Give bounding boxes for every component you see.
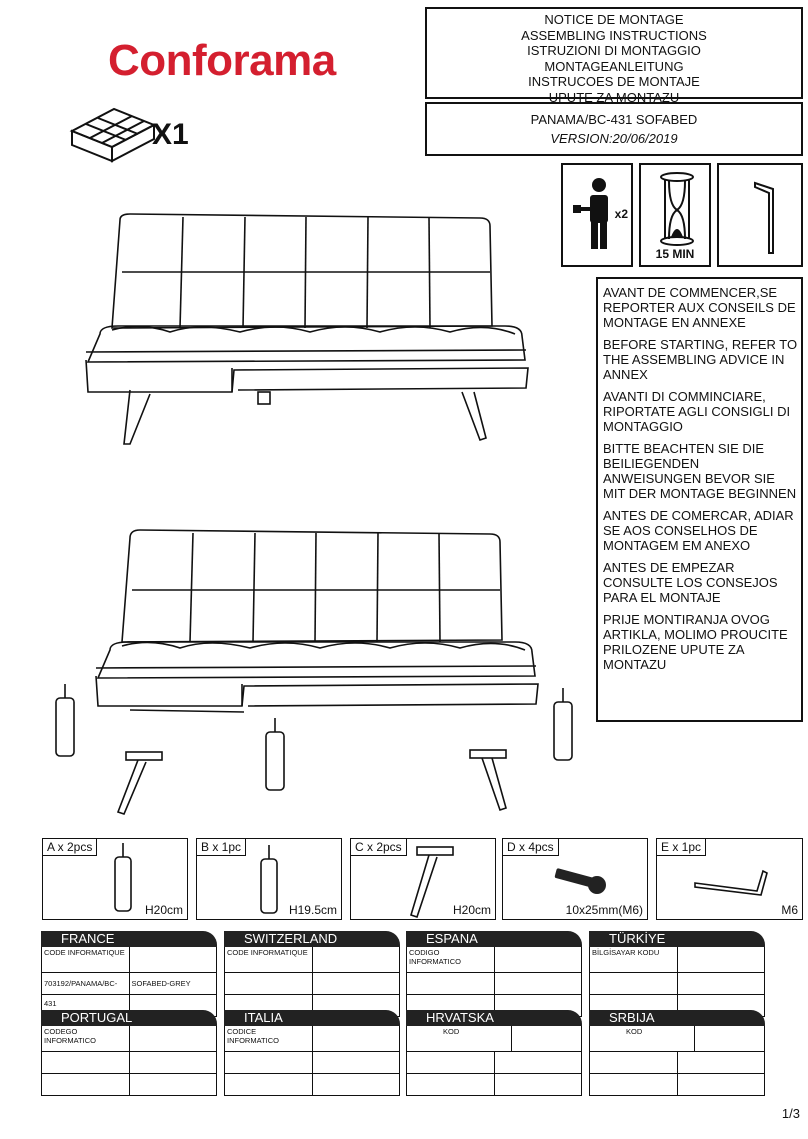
part-d-label: D x 4pcs <box>502 838 559 856</box>
persons-count: x2 <box>614 207 628 221</box>
model-box: PANAMA/BC-431 SOFABED VERSION:20/06/2019 <box>425 102 803 156</box>
title-line: NOTICE DE MONTAGE <box>544 12 684 27</box>
part-e-dim: M6 <box>781 903 798 917</box>
title-line: ISTRUZIONI DI MONTAGGIO <box>527 43 701 58</box>
code-value <box>225 973 312 994</box>
country-table-hrvatska: HRVATSKA KOD <box>406 1010 582 1096</box>
part-c: C x 2pcs H20cm <box>350 838 496 920</box>
part-a: A x 2pcs H20cm <box>42 838 188 920</box>
code-value <box>407 973 494 994</box>
country-table-italia: ITALIA CODICE INFORMATICO <box>224 1010 400 1096</box>
desc-value <box>676 1052 765 1073</box>
part-e-label: E x 1pc <box>656 838 707 856</box>
box-quantity: X1 <box>152 118 189 151</box>
hourglass-icon <box>660 172 694 246</box>
desc-value <box>311 973 400 994</box>
desc-value <box>493 1052 582 1073</box>
worker-icon <box>573 178 608 249</box>
allen-key-part-icon <box>694 869 768 896</box>
desc-value <box>493 973 582 994</box>
country-table-france: FRANCE CODE INFORMATIQUE 703192/PANAMA/B… <box>41 931 217 1017</box>
country-table-turkiye: TÜRKİYE BİLGİSAYAR KODU <box>589 931 765 1017</box>
code-label: CODEGO INFORMATICO <box>44 1027 96 1045</box>
advice-box: AVANT DE COMMENCER,SE REPORTER AUX CONSE… <box>596 277 803 722</box>
advice-it: AVANTI DI COMMINCIARE, RIPORTATE AGLI CO… <box>603 389 791 434</box>
code-label: KOD <box>443 1027 460 1036</box>
part-c-dim: H20cm <box>452 903 491 917</box>
code-value <box>590 973 677 994</box>
country-name: ESPANA <box>406 931 582 947</box>
code-label: CODE INFORMATIQUE <box>227 948 308 957</box>
code-value <box>590 1052 677 1073</box>
code-label: CODE INFORMATIQUE <box>44 948 125 957</box>
part-d-dim: 10x25mm(M6) <box>565 903 643 917</box>
leg-a-icon <box>114 843 132 912</box>
desc-value <box>311 1052 400 1073</box>
code-label: CODIGO INFORMATICO <box>409 948 461 966</box>
page-number: 1/3 <box>781 1106 800 1121</box>
country-name: ITALIA <box>224 1010 400 1026</box>
country-name: TÜRKİYE <box>589 931 765 947</box>
title-box: NOTICE DE MONTAGE ASSEMBLING INSTRUCTION… <box>425 7 803 105</box>
title-line: ASSEMBLING INSTRUCTIONS <box>521 27 707 43</box>
country-table-portugal: PORTUGAL CODEGO INFORMATICO <box>41 1010 217 1096</box>
part-b-label: B x 1pc <box>196 838 247 856</box>
country-table-switzerland: SWITZERLAND CODE INFORMATIQUE <box>224 931 400 1017</box>
part-b: B x 1pc H19.5cm <box>196 838 342 920</box>
part-b-dim: H19.5cm <box>288 903 337 917</box>
unassembled-sofa-drawing <box>95 529 539 713</box>
allen-key-box <box>717 163 803 267</box>
code-value <box>42 1052 129 1073</box>
box-icon <box>69 107 157 163</box>
bolt-icon <box>554 868 606 894</box>
title-line: MONTAGEANLEITUNG <box>544 58 684 74</box>
brand-logo: Conforama <box>108 36 336 85</box>
country-table-espana: ESPANA CODIGO INFORMATICO <box>406 931 582 1017</box>
part-a-label: A x 2pcs <box>42 838 98 856</box>
code-value <box>225 1052 312 1073</box>
country-table-srbija: SRBIJA KOD <box>589 1010 765 1096</box>
country-name: FRANCE <box>41 931 217 947</box>
code-label: CODICE INFORMATICO <box>227 1027 279 1045</box>
title-line: INSTRUCOES DE MONTAJE <box>528 74 700 89</box>
desc-value <box>676 973 765 994</box>
country-name: SRBIJA <box>589 1010 765 1026</box>
advice-de: BITTE BEACHTEN SIE DIE BEILIEGENDEN ANWE… <box>603 441 797 501</box>
assembled-sofa-drawing <box>85 213 529 445</box>
code-value: 703192/PANAMA/BC-431 <box>44 979 118 1008</box>
assembly-time: 15 MIN <box>655 247 695 261</box>
leg-c-icon <box>410 846 454 919</box>
country-name: HRVATSKA <box>406 1010 582 1026</box>
model-name: PANAMA/BC-431 SOFABED <box>530 112 698 127</box>
advice-es: ANTES DE EMPEZAR CONSULTE LOS CONSEJOS P… <box>603 560 778 605</box>
desc-value: SOFABED-GREY <box>128 973 217 994</box>
loose-legs-drawing <box>55 684 573 815</box>
version: VERSION:20/06/2019 <box>550 131 678 146</box>
code-value <box>407 1052 494 1073</box>
advice-fr: AVANT DE COMMENCER,SE REPORTER AUX CONSE… <box>603 285 796 330</box>
leg-b-icon <box>260 845 278 914</box>
country-name: SWITZERLAND <box>224 931 400 947</box>
country-name: PORTUGAL <box>41 1010 217 1026</box>
advice-hr: PRIJE MONTIRANJA OVOG ARTIKLA, MOLIMO PR… <box>603 612 788 672</box>
part-c-label: C x 2pcs <box>350 838 407 856</box>
advice-pt: ANTES DE COMERCAR, ADIAR SE AOS CONSELHO… <box>603 508 794 553</box>
title-line: UPUTE ZA MONTAZU <box>548 89 680 105</box>
persons-box: x2 <box>561 163 633 267</box>
part-e: E x 1pc M6 <box>656 838 803 920</box>
sofa-illustrations <box>55 213 573 815</box>
allen-key-icon <box>754 181 774 254</box>
advice-en: BEFORE STARTING, REFER TO THE ASSEMBLING… <box>603 337 798 382</box>
part-a-dim: H20cm <box>144 903 183 917</box>
code-label: BİLGİSAYAR KODU <box>592 948 660 957</box>
time-box: 15 MIN <box>639 163 711 267</box>
code-label: KOD <box>626 1027 643 1036</box>
part-d: D x 4pcs 10x25mm(M6) <box>502 838 648 920</box>
desc-value <box>128 1052 217 1073</box>
